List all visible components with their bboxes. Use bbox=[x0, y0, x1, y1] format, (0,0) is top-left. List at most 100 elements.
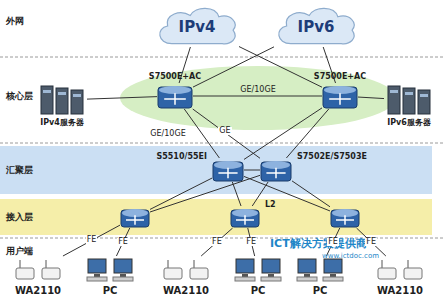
switch-arrow bbox=[266, 172, 276, 174]
layer-label: 外网 bbox=[6, 16, 24, 26]
server-slot bbox=[73, 94, 81, 97]
node-label: IPv6服务器 bbox=[387, 118, 431, 127]
network-link bbox=[201, 228, 232, 256]
server-slot bbox=[43, 90, 51, 93]
switch-arrow bbox=[126, 219, 135, 221]
switch-node: S7502E/S7503E bbox=[260, 158, 292, 182]
node-label: L2 bbox=[265, 200, 276, 209]
switch-node bbox=[120, 206, 150, 228]
switch-arrow bbox=[245, 219, 254, 221]
node-label: 接入层 bbox=[6, 212, 33, 222]
network-link bbox=[184, 109, 219, 158]
pc-icon bbox=[82, 256, 138, 283]
network-link bbox=[87, 97, 157, 99]
cloud-node: IPv6 bbox=[274, 5, 358, 47]
node-label: IPv4 bbox=[179, 19, 216, 36]
ap-body bbox=[42, 268, 60, 279]
switch-arrow bbox=[218, 172, 228, 174]
link-label: GE bbox=[218, 127, 231, 136]
network-link bbox=[326, 228, 339, 256]
switch-arrow bbox=[236, 219, 245, 221]
node-label: WA2110 bbox=[163, 285, 209, 297]
switch-arrow bbox=[135, 219, 144, 221]
network-link bbox=[150, 175, 260, 212]
node-label: WA2110 bbox=[15, 285, 61, 297]
node-label: S7500E+AC bbox=[149, 72, 201, 81]
node-label: PC bbox=[251, 285, 266, 297]
layer-label: 核心层 bbox=[6, 91, 33, 101]
link-label: GE/10GE bbox=[239, 86, 276, 95]
network-link bbox=[232, 182, 241, 206]
network-link bbox=[116, 228, 129, 256]
ap-body bbox=[404, 268, 422, 279]
switch-body bbox=[323, 87, 357, 108]
switch-arrow bbox=[134, 215, 136, 220]
link-label: FE bbox=[327, 238, 339, 247]
pc-keyboard bbox=[87, 277, 107, 281]
layer-band: 接入层 L2 bbox=[0, 199, 432, 235]
link-label: FE bbox=[117, 238, 129, 247]
switch-node: S7500E+AC bbox=[157, 83, 193, 109]
cloud-node: IPv4 bbox=[155, 5, 239, 47]
network-link bbox=[63, 225, 120, 256]
pc-keyboard bbox=[235, 277, 255, 281]
switch-icon bbox=[157, 83, 193, 109]
ap-node: WA2110 bbox=[372, 256, 428, 283]
switch-arrow bbox=[244, 215, 246, 220]
switch-arrow bbox=[344, 220, 346, 225]
node-label: IPv6 bbox=[298, 19, 335, 36]
switch-icon bbox=[260, 158, 292, 182]
ap-antenna bbox=[408, 260, 409, 268]
watermark: www.ictdoc.com bbox=[322, 252, 379, 260]
switch-arrow bbox=[244, 220, 246, 225]
ap-node: WA2110 bbox=[10, 256, 66, 283]
network-link bbox=[358, 97, 384, 99]
node-label: 汇聚层 bbox=[6, 165, 33, 175]
layer-divider bbox=[0, 57, 444, 58]
link-label: FE bbox=[86, 236, 98, 245]
pc-node: PC bbox=[292, 256, 348, 283]
server-node: IPv6服务器 bbox=[384, 84, 434, 116]
server-tower bbox=[418, 90, 430, 114]
switch-icon bbox=[212, 158, 244, 182]
ap-body bbox=[190, 268, 208, 279]
pc-keyboard bbox=[323, 277, 343, 281]
ap-antenna bbox=[168, 260, 169, 268]
switch-node: S7500E+AC bbox=[322, 83, 358, 109]
ap-icon bbox=[158, 256, 214, 283]
cloud-shape bbox=[279, 8, 354, 43]
link-label: FE bbox=[365, 238, 377, 247]
switch-arrow bbox=[175, 98, 186, 100]
network-link bbox=[244, 176, 330, 211]
node-label: S7500E+AC bbox=[314, 72, 366, 81]
switch-arrow bbox=[227, 168, 229, 173]
switch-node bbox=[330, 206, 360, 228]
node-label: PC bbox=[313, 285, 328, 297]
ap-antenna bbox=[194, 260, 195, 268]
node-label: S7502E/S7503E bbox=[297, 152, 367, 161]
server-tower bbox=[403, 88, 415, 114]
server-slot bbox=[405, 92, 413, 95]
cloud-shape bbox=[160, 8, 235, 43]
switch-node: L2 bbox=[230, 206, 260, 228]
switch-arrow bbox=[164, 98, 175, 100]
switch-body bbox=[231, 210, 259, 227]
pc-keyboard bbox=[113, 277, 133, 281]
node-label: IPv4服务器 bbox=[40, 118, 84, 127]
ap-icon bbox=[372, 256, 428, 283]
switch-body bbox=[261, 162, 291, 181]
pc-monitor bbox=[324, 259, 342, 273]
pc-monitor bbox=[88, 259, 106, 273]
network-link bbox=[292, 181, 330, 207]
switch-body bbox=[121, 210, 149, 227]
pc-monitor bbox=[262, 259, 280, 273]
switch-arrow bbox=[345, 219, 354, 221]
pc-monitor bbox=[114, 259, 132, 273]
network-link bbox=[239, 47, 322, 88]
pc-icon bbox=[292, 256, 348, 283]
switch-arrow bbox=[329, 98, 340, 100]
link-label: FE bbox=[245, 238, 257, 247]
network-link bbox=[244, 108, 322, 160]
